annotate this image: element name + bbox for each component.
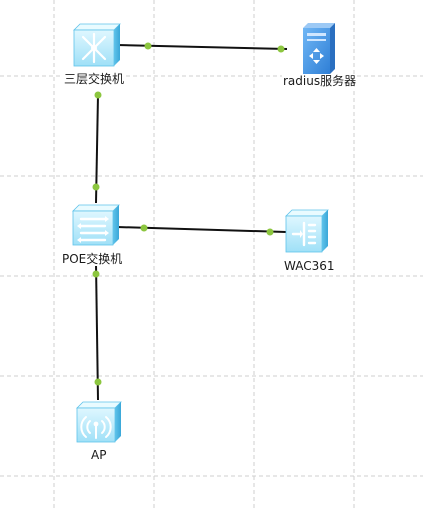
port-markers — [92, 42, 285, 386]
access-point-icon[interactable] — [76, 401, 122, 443]
port-dot — [94, 91, 102, 99]
server-icon[interactable] — [303, 23, 335, 74]
port-dot — [277, 45, 285, 53]
layer3-switch-icon[interactable] — [73, 23, 121, 67]
links — [95, 44, 288, 401]
port-dot — [140, 224, 148, 232]
device-label-radius: radius服务器 — [282, 74, 358, 88]
device-label-l3switch: 三层交换机 — [63, 72, 126, 86]
wireless-controller-icon[interactable] — [285, 209, 329, 253]
link-l3switch-radius[interactable] — [116, 44, 288, 50]
port-dot — [266, 228, 274, 236]
port-dot — [94, 378, 102, 386]
port-dot — [92, 183, 100, 191]
switch-icon[interactable] — [72, 204, 120, 246]
device-label-ap: AP — [90, 448, 108, 462]
device-label-poe: POE交换机 — [61, 252, 124, 266]
device-label-wac: WAC361 — [283, 259, 336, 273]
link-poe-ap[interactable] — [95, 263, 99, 401]
port-dot — [92, 270, 100, 278]
port-dot — [144, 42, 152, 50]
